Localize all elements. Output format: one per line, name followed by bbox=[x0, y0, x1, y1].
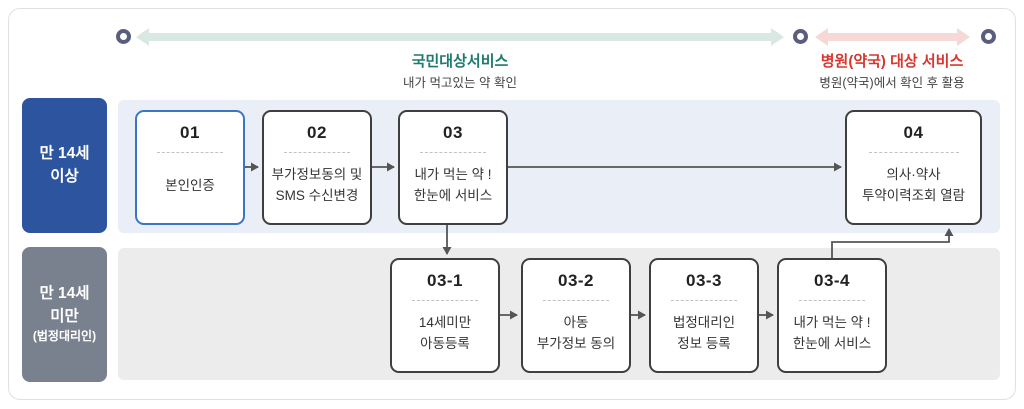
arrow-shaft bbox=[827, 33, 958, 41]
national-service-title: 국민대상서비스 bbox=[411, 53, 509, 70]
arrow-head-right bbox=[771, 28, 784, 46]
legend-dot-left bbox=[116, 29, 131, 44]
arrow-head-left bbox=[815, 28, 828, 46]
step-box-03-2[interactable]: 03-2 아동 부가정보 동의 bbox=[521, 258, 631, 373]
arrow-shaft bbox=[148, 33, 772, 41]
step-box-03-3[interactable]: 03-3 법정대리인 정보 등록 bbox=[649, 258, 759, 373]
step-number: 02 bbox=[307, 123, 327, 142]
step-divider bbox=[799, 300, 865, 301]
step-label-line: 한눈에 서비스 bbox=[413, 188, 493, 203]
step-divider bbox=[284, 152, 350, 153]
step-label-line: 한눈에 서비스 bbox=[792, 336, 872, 351]
step-divider bbox=[543, 300, 609, 301]
step-label-line: 부가정보 동의 bbox=[536, 336, 616, 351]
row-label-adult: 만 14세 이상 bbox=[22, 98, 107, 233]
step-box-04[interactable]: 04 의사·약사 투약이력조회 열람 bbox=[845, 110, 982, 225]
step-label-line: 부가정보동의 및 bbox=[271, 167, 363, 183]
hospital-service-subtitle: 병원(약국)에서 확인 후 활용 bbox=[819, 76, 965, 90]
step-number: 01 bbox=[180, 123, 200, 142]
row-label-line: 이상 bbox=[50, 167, 79, 185]
row-label-line: 만 14세 bbox=[39, 145, 90, 163]
step-label-line: 아동등록 bbox=[420, 336, 470, 351]
hospital-service-title: 병원(약국) 대상 서비스 bbox=[820, 53, 964, 70]
step-box-03-4[interactable]: 03-4 내가 먹는 약 ! 한눈에 서비스 bbox=[777, 258, 887, 373]
step-box-03-1[interactable]: 03-1 14세미만 아동등록 bbox=[390, 258, 500, 373]
step-number: 03-2 bbox=[557, 271, 595, 290]
row-label-line: (법정대리인) bbox=[32, 329, 97, 344]
row-label-line: 만 14세 bbox=[39, 285, 90, 303]
row-label-line: 미만 bbox=[50, 307, 79, 325]
step-label-line: 의사·약사 bbox=[886, 167, 941, 183]
step-label-line: 내가 먹는 약 ! bbox=[793, 315, 871, 331]
step-label-line: 내가 먹는 약 ! bbox=[414, 167, 492, 183]
step-number: 03-4 bbox=[813, 271, 851, 290]
step-divider bbox=[157, 152, 223, 153]
step-box-03[interactable]: 03 내가 먹는 약 ! 한눈에 서비스 bbox=[398, 110, 508, 225]
legend-dot-middle bbox=[793, 29, 808, 44]
step-number: 03-1 bbox=[426, 271, 464, 290]
step-label-line: 정보 등록 bbox=[677, 336, 731, 351]
step-label-line: 투약이력조회 열람 bbox=[861, 188, 966, 203]
step-number: 03 bbox=[443, 123, 463, 142]
national-service-subtitle: 내가 먹고있는 약 확인 bbox=[403, 76, 517, 90]
step-box-02[interactable]: 02 부가정보동의 및 SMS 수신변경 bbox=[262, 110, 372, 225]
step-label-line: 본인인증 bbox=[165, 177, 215, 193]
arrow-head-left bbox=[136, 28, 149, 46]
row-label-minor: 만 14세 미만 (법정대리인) bbox=[22, 247, 107, 382]
step-number: 04 bbox=[903, 123, 924, 142]
step-number: 03-3 bbox=[685, 271, 723, 290]
step-divider bbox=[671, 300, 737, 301]
step-label-line: 법정대리인 bbox=[672, 315, 736, 331]
step-box-01[interactable]: 01 본인인증 bbox=[135, 110, 245, 225]
step-divider bbox=[420, 152, 486, 153]
step-divider bbox=[412, 300, 478, 301]
arrow-head-right bbox=[957, 28, 970, 46]
step-label-line: 아동 bbox=[563, 315, 589, 331]
step-label-line: 14세미만 bbox=[418, 315, 472, 331]
legend-dot-right bbox=[981, 29, 996, 44]
step-divider bbox=[868, 152, 959, 153]
step-label-line: SMS 수신변경 bbox=[275, 188, 359, 203]
